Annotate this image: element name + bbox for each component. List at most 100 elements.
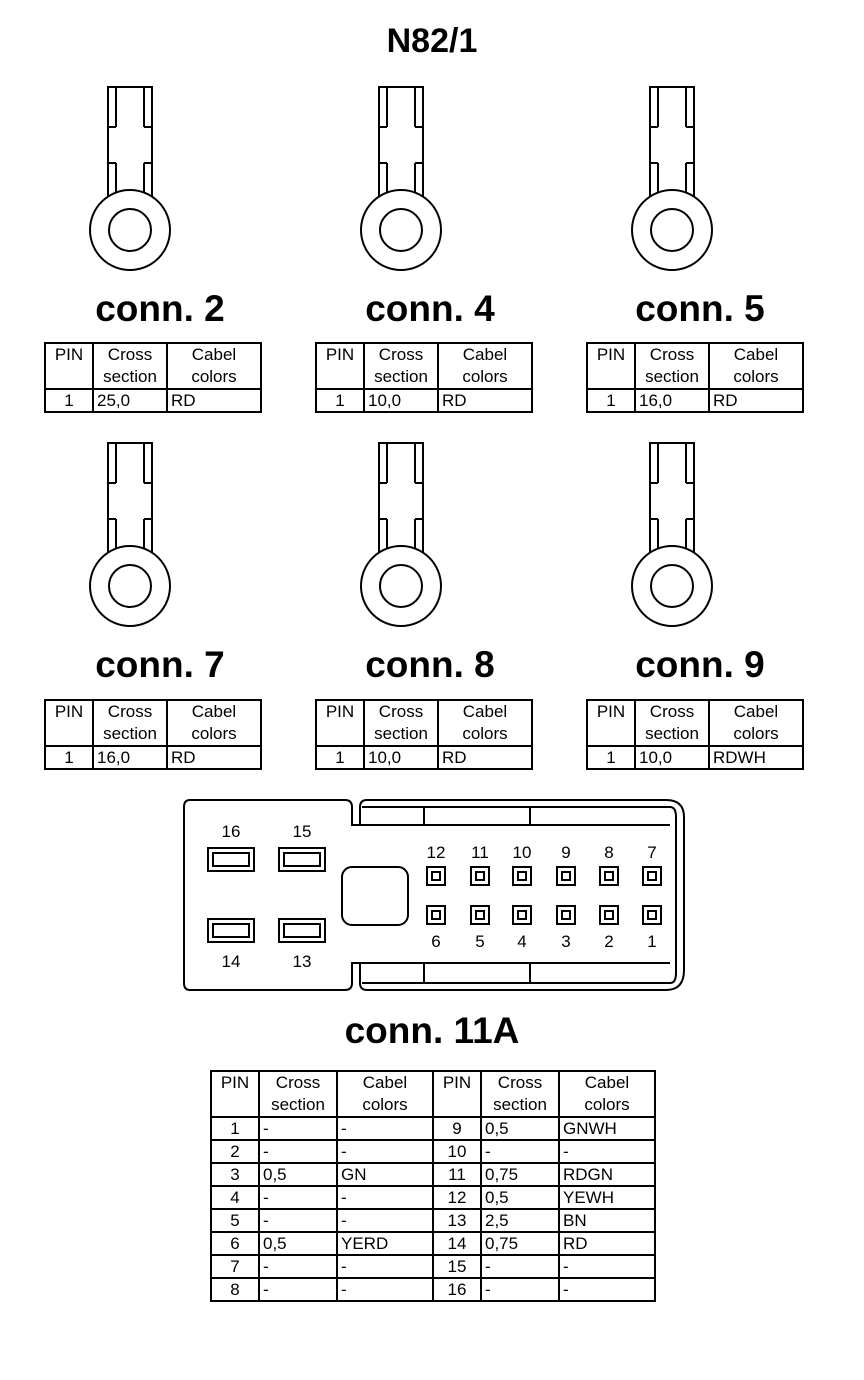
cell-pin: 7 [210,1254,260,1279]
connector-label: conn. 8 [365,644,495,685]
cell-cable-color: - [558,1139,656,1164]
header-cross-section: Cross section [363,342,439,390]
cell-cable-color: RDWH [708,745,804,770]
small-pin-socket: 12 [426,843,446,886]
pin-number-label: 15 [293,822,312,841]
cell-cross-section: 25,0 [92,388,168,413]
small-pin-socket: 4 [512,905,532,951]
small-pin-socket: 8 [599,843,619,886]
cell-cable-color: RD [558,1231,656,1256]
header-text: colors [584,1095,630,1114]
cell-pin: 2 [210,1139,260,1164]
header-text: Cabel [733,345,779,364]
cell-pin: 1 [586,745,636,770]
header-text: section [493,1095,547,1114]
cell-cable-color: - [336,1116,434,1141]
header-text: colors [733,367,779,386]
cell-pin: 1 [210,1116,260,1141]
cell-cross-section: 10,0 [634,745,710,770]
header-text: Cabel [462,345,508,364]
header-text: Cross [107,345,153,364]
ring-terminal-icon [89,442,171,627]
small-pin-socket: 6 [426,905,446,951]
cell-cross-section: - [258,1254,338,1279]
cell-pin: 1 [44,745,94,770]
header-pin: PIN [586,342,636,390]
header-text: section [374,367,428,386]
pin-number-label: 5 [475,932,484,951]
cell-cable-color: RD [708,388,804,413]
header-text: colors [462,724,508,743]
cell-cross-section: 0,75 [480,1162,560,1187]
pin-number-label: 4 [517,932,526,951]
cell-cross-section: 16,0 [92,745,168,770]
table-row: 8--16-- [210,1277,656,1302]
small-pin-socket: 7 [642,843,662,886]
cell-pin: 14 [432,1231,482,1256]
cell-cable-color: - [336,1139,434,1164]
cell-cross-section: - [258,1277,338,1302]
cell-cross-section: 0,5 [258,1162,338,1187]
small-pin-socket: 5 [470,905,490,951]
cell-pin: 10 [432,1139,482,1164]
header-text: colors [462,367,508,386]
cell-cable-color: - [558,1277,656,1302]
cell-cross-section: - [258,1116,338,1141]
small-pin-socket: 3 [556,905,576,951]
header-text: Cross [378,345,424,364]
cell-cable-color: RD [166,388,262,413]
large-pin-socket: 16 [207,822,255,872]
cell-cable-color: RDGN [558,1162,656,1187]
header-pin: PIN [586,699,636,747]
header-text: Cross [497,1073,543,1092]
header-pin: PIN [44,699,94,747]
cell-pin: 11 [432,1162,482,1187]
cell-cable-color: RD [437,745,533,770]
cell-cable-color: - [336,1254,434,1279]
header-cross-section: Cross section [480,1070,560,1118]
cell-cable-color: - [336,1208,434,1233]
header-pin: PIN [315,699,365,747]
header-text: Cabel [733,702,779,721]
ring-terminal-icon [631,442,713,627]
cell-cross-section: - [258,1185,338,1210]
pin-number-label: 6 [431,932,440,951]
large-pin-socket: 14 [207,918,255,971]
ring-terminal-icon [89,86,171,271]
cell-pin: 1 [44,388,94,413]
table-row: 2--10-- [210,1139,656,1164]
pin-number-label: 16 [222,822,241,841]
cell-cable-color: - [336,1185,434,1210]
header-text: colors [362,1095,408,1114]
header-text: colors [191,367,237,386]
pin-number-label: 7 [647,843,656,862]
cell-cable-color: GN [336,1162,434,1187]
cell-pin: 16 [432,1277,482,1302]
header-text: colors [191,724,237,743]
diagram-title: N82/1 [386,22,478,60]
cell-cable-color: BN [558,1208,656,1233]
